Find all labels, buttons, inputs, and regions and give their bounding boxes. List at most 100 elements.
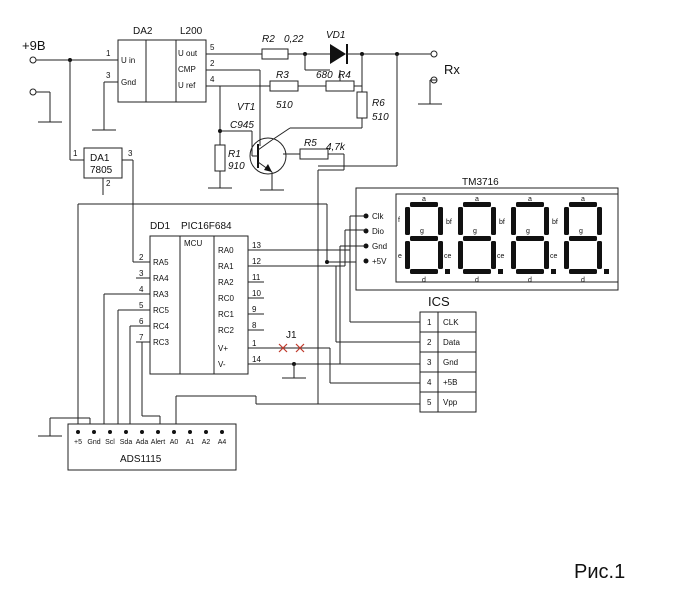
decimal-point <box>551 269 556 274</box>
r3-ref: R3 <box>276 70 289 81</box>
da2-part: L200 <box>180 26 203 37</box>
segment <box>564 241 569 269</box>
ics-pin-name: CLK <box>443 318 459 327</box>
segment <box>516 236 544 241</box>
vd1-diode <box>330 44 346 64</box>
segment-letter: bf <box>446 219 452 226</box>
seven-segment-digit: adg <box>564 196 609 284</box>
r6-resistor <box>356 91 368 119</box>
ads1115-pin-dot <box>172 430 176 434</box>
r4-ref: R4 <box>338 70 351 81</box>
segment-letter: a <box>422 196 426 203</box>
segment <box>438 207 443 235</box>
dd1-part: PIC16F684 <box>181 221 232 232</box>
dd1-pin-name: RA5 <box>153 258 169 267</box>
segment <box>410 236 438 241</box>
dd1-pin-number: 3 <box>139 269 144 278</box>
ads1115-pin-label: A1 <box>186 439 195 446</box>
da2-pin5: 5 <box>210 43 215 52</box>
r5-ref: R5 <box>304 138 317 149</box>
segment-letter: d <box>422 277 426 284</box>
r2-resistor <box>261 48 289 60</box>
dd1-core: MCU <box>184 239 202 248</box>
segment-letter: ce <box>444 253 452 260</box>
segment-letter: f <box>398 217 400 224</box>
ics-pin-number: 5 <box>427 398 432 407</box>
segment <box>516 202 544 207</box>
dd1-pin-number: 7 <box>139 333 144 342</box>
tm3716-pin-dot <box>363 228 369 234</box>
segment-letter: g <box>579 228 583 235</box>
segment <box>511 207 516 235</box>
r6-ref: R6 <box>372 98 385 109</box>
mcu-wiring: J1 <box>38 204 420 437</box>
da2-uin-label: U in <box>121 56 135 65</box>
da2-pin3: 3 <box>106 71 111 80</box>
segment <box>491 241 496 269</box>
ads1115-pin-dot <box>76 430 80 434</box>
r1-value: 910 <box>228 161 245 172</box>
r1-resistor <box>214 144 226 172</box>
supply-terminal <box>29 56 37 64</box>
segment <box>511 241 516 269</box>
r2-value: 0,22 <box>284 34 304 45</box>
ads1115-pin-label: Gnd <box>87 439 100 446</box>
segment-letter: g <box>526 228 530 235</box>
dd1-pin-number: 1 <box>252 339 257 348</box>
da2-uout-label: U out <box>178 49 198 58</box>
da2-uref-label: U ref <box>178 81 196 90</box>
ics-pin-number: 3 <box>427 358 432 367</box>
segment <box>458 207 463 235</box>
ics-title: ICS <box>428 294 450 309</box>
supply-label: +9В <box>22 38 46 53</box>
dd1-pin-number: 8 <box>252 321 257 330</box>
segment-letter: ce <box>497 253 505 260</box>
dd1-pin-number: 2 <box>139 253 144 262</box>
segment-letter: d <box>475 277 479 284</box>
da2-pin4: 4 <box>210 75 215 84</box>
segment-letter: d <box>528 277 532 284</box>
segment-letter: g <box>473 228 477 235</box>
dd1-ref: DD1 <box>150 221 170 232</box>
ics-pin-name: +5В <box>443 378 457 387</box>
segment <box>405 207 410 235</box>
segment <box>597 207 602 235</box>
rx-label: Rx <box>444 62 460 77</box>
dd1-pin-name: RA4 <box>153 274 169 283</box>
da1-pin3: 3 <box>128 149 133 158</box>
ads1115-pin-dot <box>124 430 128 434</box>
segment <box>569 236 597 241</box>
da2-pin1: 1 <box>106 49 111 58</box>
segment <box>410 269 438 274</box>
dd1-pin-name: V- <box>218 360 226 369</box>
ads1115-pin-dot <box>220 430 224 434</box>
ads1115-pin-label: A0 <box>170 439 179 446</box>
segment-letter: ce <box>550 253 558 260</box>
dd1-pin-name: V+ <box>218 344 228 353</box>
dd1-pin-number: 11 <box>252 273 261 282</box>
ads1115-pin-label: Sda <box>120 439 133 446</box>
da2-gnd-label: Gnd <box>121 78 136 87</box>
display-wiring <box>330 215 420 384</box>
r6-value: 510 <box>372 112 389 123</box>
ads1115-pin-label: +5 <box>74 439 82 446</box>
segment-letter: a <box>528 196 532 203</box>
decimal-point <box>604 269 609 274</box>
dd1-pin-name: RA1 <box>218 262 234 271</box>
vt1-transistor: VT1 C945 R5 4,7k <box>230 102 346 404</box>
output-path: R2 0,22 VD1 Rx <box>206 30 460 105</box>
j1-ref: J1 <box>286 330 297 341</box>
figure-caption: Рис.1 <box>574 561 625 583</box>
vt1-part: C945 <box>230 120 254 131</box>
ads1115-pin-dot <box>188 430 192 434</box>
segment <box>463 236 491 241</box>
tm3716-pin-label: Dio <box>372 227 385 236</box>
